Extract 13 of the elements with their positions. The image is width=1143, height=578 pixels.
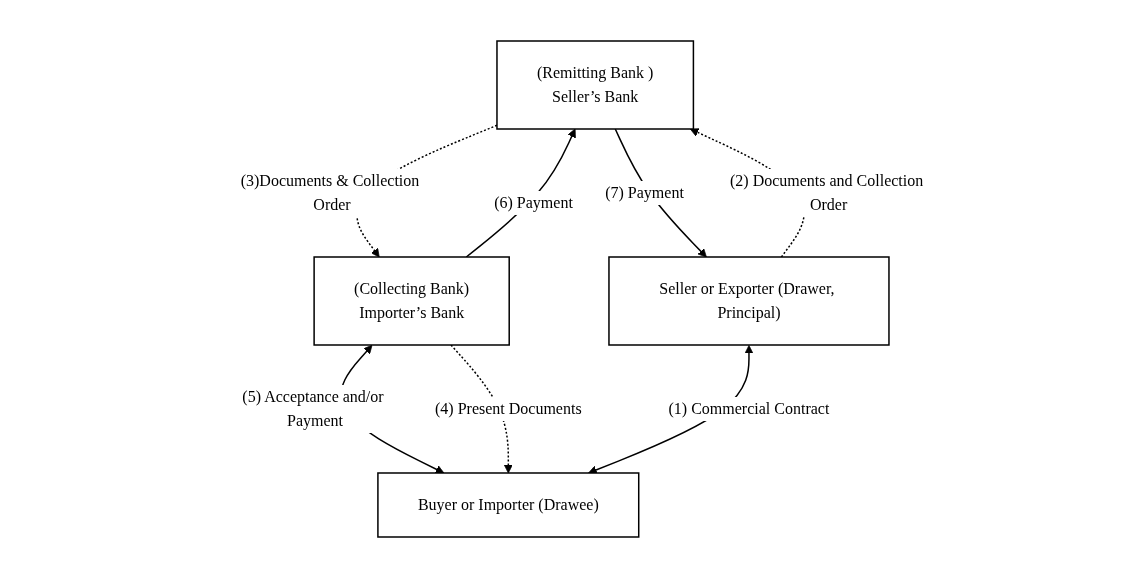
node-box: Seller or Exporter (Drawer, Principal): [607, 256, 890, 346]
edge-label: (7) Payment: [604, 184, 684, 201]
edge-label: (5) Acceptance and/or Payment: [242, 388, 384, 429]
arrow: [465, 128, 576, 258]
edge-label: (6) Payment: [493, 193, 573, 211]
edge-label: (1) Commercial Contract: [668, 400, 830, 417]
node-box: (Remitting Bank ) Seller’s Bank: [495, 40, 694, 130]
node-box: (Collecting Bank) Importer’s Bank: [313, 256, 510, 346]
edge-label: (3)Documents & Collection Order: [240, 172, 419, 213]
node-box: Buyer or Importer (Drawee): [376, 472, 640, 538]
edge-label: (4) Present Documents: [434, 400, 582, 417]
edge-label: (2) Documents and Collection Order: [729, 172, 923, 213]
arrow: [450, 344, 513, 474]
